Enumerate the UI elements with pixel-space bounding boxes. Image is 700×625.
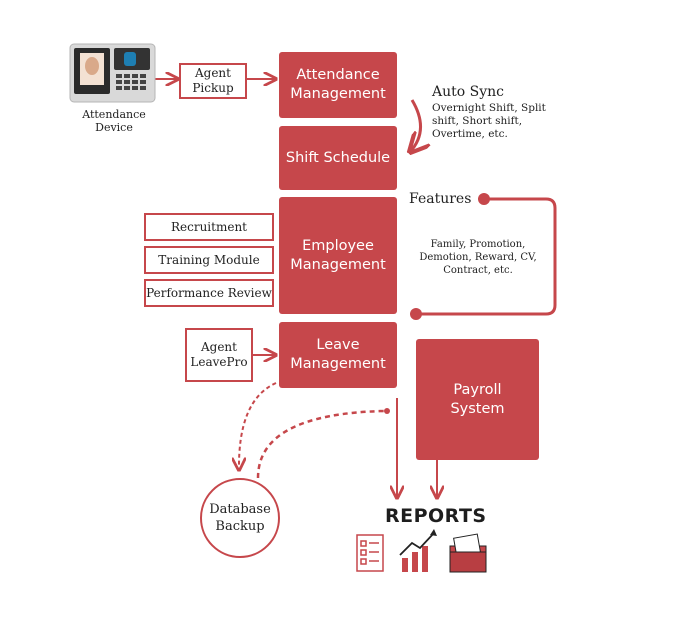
agent-pickup-box: Agent Pickup <box>179 63 247 99</box>
attendance-device-label: Attendance Device <box>82 108 146 134</box>
database-backup-circle: Database Backup <box>200 478 280 558</box>
features-title: Features <box>409 191 472 207</box>
features-bracket <box>416 197 557 316</box>
employee-management-block: Employee Management <box>279 197 397 314</box>
training-module-box: Training Module <box>144 246 274 274</box>
link-database-to-reports <box>256 409 385 479</box>
auto-sync-arrow <box>410 99 421 152</box>
reports-title: REPORTS <box>385 505 487 527</box>
auto-sync-body: Overnight Shift, Split shift, Short shif… <box>432 102 546 140</box>
recruitment-box: Recruitment <box>144 213 274 241</box>
performance-review-box: Performance Review <box>144 279 274 307</box>
attendance-management-block: Attendance Management <box>279 52 397 118</box>
agent-leavepro-box: Agent LeavePro <box>185 328 253 382</box>
arrow-leave-to-database <box>239 382 277 470</box>
shift-schedule-block: Shift Schedule <box>279 126 397 190</box>
report-folder-icon <box>449 533 487 573</box>
growth-chart-icon <box>399 529 437 572</box>
report-list-icon <box>356 534 384 572</box>
leave-management-block: Leave Management <box>279 322 397 388</box>
features-body: Family, Promotion, Demotion, Reward, CV,… <box>419 239 537 276</box>
payroll-system-block: Payroll System <box>416 339 539 460</box>
features-dot-bottom <box>410 308 422 320</box>
auto-sync-title: Auto Sync <box>432 84 504 100</box>
attendance-device-icon <box>69 43 156 103</box>
